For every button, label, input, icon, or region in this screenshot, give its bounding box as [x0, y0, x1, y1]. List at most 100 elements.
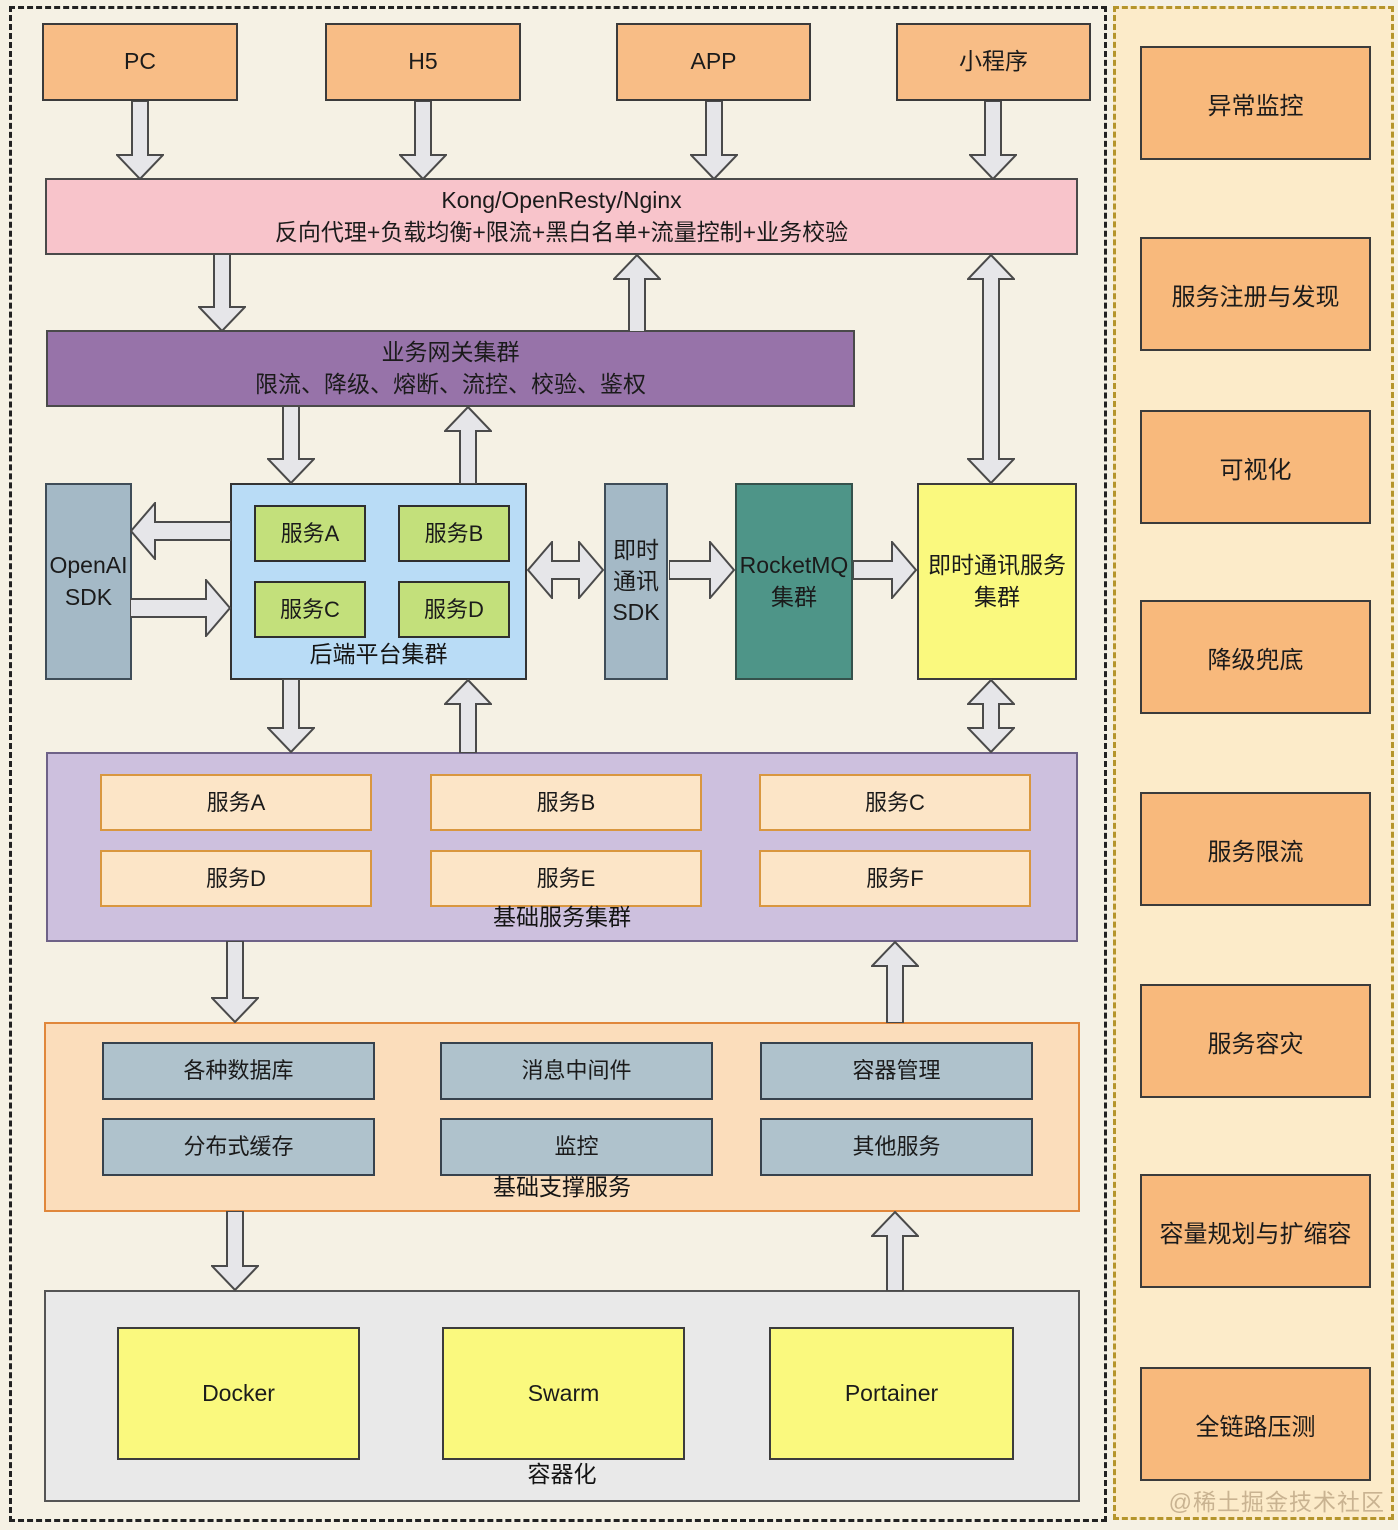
- service-label: 监控: [554, 1134, 599, 1160]
- docker-box: Docker: [117, 1327, 360, 1460]
- service-label: 服务E: [536, 865, 596, 891]
- sidebar-item-capacity-planning-scaling: 容量规划与扩缩容: [1140, 1174, 1371, 1288]
- arrow-gateway-to-kong: [613, 254, 661, 332]
- platform-label: 后端平台集群: [309, 640, 448, 667]
- platform-service-b: 服务B: [398, 505, 510, 562]
- service-label: 其他服务: [852, 1134, 941, 1160]
- arrow-base-to-support: [211, 941, 259, 1023]
- base-service-f: 服务F: [759, 850, 1031, 907]
- client-box-pc: PC: [42, 23, 238, 101]
- base-service-c: 服务C: [759, 774, 1031, 831]
- service-label: 分布式缓存: [183, 1134, 294, 1160]
- service-label: Swarm: [527, 1379, 600, 1406]
- im-cluster-line2: 集群: [974, 583, 1020, 610]
- sidebar-item-label: 服务限流: [1207, 838, 1304, 866]
- support-other-services: 其他服务: [760, 1118, 1033, 1176]
- arrow-platform-to-base: [267, 679, 315, 753]
- im-sdk-line2: 通讯: [613, 567, 659, 594]
- base-services-cluster: 服务A 服务B 服务C 服务D 服务E 服务F 基础服务集群: [46, 752, 1078, 942]
- support-message-middleware: 消息中间件: [440, 1042, 713, 1100]
- base-service-e: 服务E: [430, 850, 702, 907]
- service-label: 服务D: [424, 596, 484, 622]
- business-gateway-subtitle: 限流、降级、熔断、流控、校验、鉴权: [255, 370, 646, 397]
- openai-sdk-line1: OpenAI: [49, 552, 128, 579]
- service-label: 容器管理: [852, 1058, 941, 1084]
- service-label: 消息中间件: [521, 1058, 632, 1084]
- sidebar-item-service-rate-limit: 服务限流: [1140, 792, 1371, 906]
- sidebar-item-label: 可视化: [1219, 456, 1292, 484]
- support-monitoring: 监控: [440, 1118, 713, 1176]
- sidebar-item-visualization: 可视化: [1140, 410, 1371, 524]
- support-databases: 各种数据库: [102, 1042, 375, 1100]
- client-box-miniprogram: 小程序: [896, 23, 1091, 101]
- kong-gateway-box: Kong/OpenResty/Nginx 反向代理+负载均衡+限流+黑白名单+流…: [45, 178, 1078, 255]
- containerization-section: Docker Swarm Portainer 容器化: [44, 1290, 1080, 1502]
- service-label: 服务C: [865, 789, 925, 815]
- swarm-box: Swarm: [442, 1327, 685, 1460]
- containerization-label: 容器化: [527, 1460, 597, 1487]
- arrow-base-to-platform: [444, 679, 492, 753]
- im-sdk-box: 即时 通讯 SDK: [604, 483, 668, 680]
- service-label: 服务A: [280, 520, 340, 546]
- arrow-app-to-kong: [690, 101, 738, 180]
- service-label: 服务B: [536, 789, 596, 815]
- arrow-openai-to-platform: [130, 579, 231, 637]
- im-sdk-line1: 即时: [613, 536, 659, 563]
- arrow-imcluster-base: [967, 679, 1015, 753]
- arrow-pc-to-kong: [116, 101, 164, 180]
- rocketmq-line1: RocketMQ: [739, 552, 849, 579]
- im-service-cluster-box: 即时通讯服务 集群: [917, 483, 1077, 680]
- base-service-d: 服务D: [100, 850, 372, 907]
- sidebar-item-label: 容量规划与扩缩容: [1159, 1220, 1352, 1248]
- sidebar-item-label: 异常监控: [1207, 92, 1304, 120]
- arrow-gateway-to-platform: [267, 406, 315, 484]
- kong-title: Kong/OpenResty/Nginx: [441, 187, 682, 214]
- arrow-rocketmq-to-imcluster: [853, 541, 917, 599]
- rocketmq-line2: 集群: [771, 583, 817, 610]
- sidebar-item-label: 服务注册与发现: [1171, 283, 1340, 311]
- arrow-platform-im-sdk: [527, 541, 604, 599]
- openai-sdk-line2: SDK: [64, 583, 113, 610]
- arrow-imsdk-to-rocketmq: [669, 541, 735, 599]
- base-services-label: 基础服务集群: [493, 903, 631, 930]
- platform-service-d: 服务D: [398, 581, 510, 638]
- arrow-platform-to-gateway: [444, 406, 492, 484]
- sidebar-item-label: 服务容灾: [1207, 1030, 1304, 1058]
- sidebar-item-degradation-fallback: 降级兜底: [1140, 600, 1371, 714]
- sidebar-item-service-disaster-recovery: 服务容灾: [1140, 984, 1371, 1098]
- service-label: Docker: [202, 1379, 275, 1406]
- arrow-h5-to-kong: [399, 101, 447, 180]
- base-service-a: 服务A: [100, 774, 372, 831]
- service-label: Portainer: [844, 1379, 939, 1406]
- im-cluster-line1: 即时通讯服务: [928, 552, 1066, 579]
- openai-sdk-box: OpenAI SDK: [45, 483, 132, 680]
- capability-sidebar: 异常监控 服务注册与发现 可视化 降级兜底 服务限流 服务容灾 容量规划与扩缩容…: [1113, 6, 1394, 1520]
- arrow-support-to-base: [871, 941, 919, 1023]
- kong-subtitle: 反向代理+负载均衡+限流+黑白名单+流量控制+业务校验: [274, 218, 849, 245]
- sidebar-item-label: 降级兜底: [1207, 646, 1304, 674]
- service-label: 服务B: [424, 520, 484, 546]
- watermark: @稀土掘金技术社区: [1168, 1489, 1385, 1515]
- service-label: 服务D: [206, 865, 266, 891]
- sidebar-item-service-registry-discovery: 服务注册与发现: [1140, 237, 1371, 351]
- sidebar-item-exception-monitoring: 异常监控: [1140, 46, 1371, 160]
- platform-service-a: 服务A: [254, 505, 366, 562]
- backend-platform-cluster: 服务A 服务B 服务C 服务D 后端平台集群: [230, 483, 527, 680]
- business-gateway-title: 业务网关集群: [381, 339, 520, 366]
- service-label: 各种数据库: [183, 1058, 294, 1084]
- client-label: H5: [408, 48, 438, 75]
- client-box-h5: H5: [325, 23, 521, 101]
- arrow-container-to-support: [871, 1211, 919, 1291]
- portainer-box: Portainer: [769, 1327, 1014, 1460]
- client-label: PC: [124, 48, 156, 75]
- support-container-management: 容器管理: [760, 1042, 1033, 1100]
- rocketmq-cluster-box: RocketMQ 集群: [735, 483, 853, 680]
- business-gateway-box: 业务网关集群 限流、降级、熔断、流控、校验、鉴权: [46, 330, 855, 407]
- service-label: 服务F: [866, 865, 924, 891]
- base-service-b: 服务B: [430, 774, 702, 831]
- service-label: 服务A: [206, 789, 266, 815]
- arrow-kong-to-gateway: [198, 254, 246, 332]
- platform-service-c: 服务C: [254, 581, 366, 638]
- arrow-kong-im-cluster: [967, 254, 1015, 484]
